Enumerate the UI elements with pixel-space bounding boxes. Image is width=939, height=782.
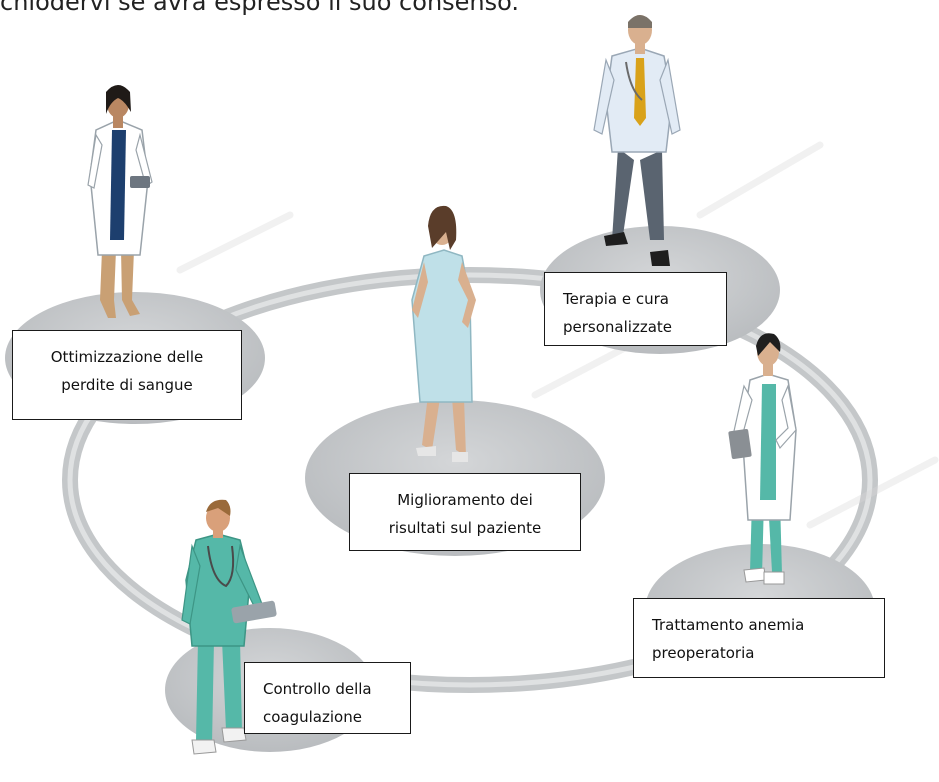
patient-woman-figure <box>411 205 476 462</box>
label-blood-loss-line1: Ottimizzazione delle <box>50 348 204 366</box>
doctor-woman-clipboard-figure <box>728 333 797 585</box>
label-anemia-line1: Trattamento anemia <box>652 616 805 634</box>
label-personalized-line1: Terapia e cura <box>563 290 669 308</box>
label-coagulation-control: Controllo della coagulazione <box>244 662 411 734</box>
label-blood-loss-optimization: Ottimizzazione delle perdite di sangue <box>12 330 242 420</box>
doctor-man-tie-figure <box>593 15 681 266</box>
label-personalized-therapy: Terapia e cura personalizzate <box>544 272 727 346</box>
label-blood-loss-line2: perdite di sangue <box>61 376 193 394</box>
label-anemia-line2: preoperatoria <box>652 644 755 662</box>
label-outcomes-line1: Miglioramento dei <box>397 491 533 509</box>
nurse-man-tablet-figure <box>181 499 277 755</box>
label-coagulation-line1: Controllo della <box>263 680 372 698</box>
label-coagulation-line2: coagulazione <box>263 708 362 726</box>
label-outcomes-line2: risultati sul paziente <box>388 519 542 537</box>
connection-ring-highlight <box>67 272 873 688</box>
label-personalized-line2: personalizzate <box>563 318 672 336</box>
doctor-woman-figure <box>87 85 153 318</box>
label-preop-anemia: Trattamento anemia preoperatoria <box>633 598 885 678</box>
cut-off-text: chiodervi se avrà espresso il suo consen… <box>0 0 520 16</box>
label-patient-outcomes: Miglioramento dei risultati sul paziente <box>349 473 581 551</box>
